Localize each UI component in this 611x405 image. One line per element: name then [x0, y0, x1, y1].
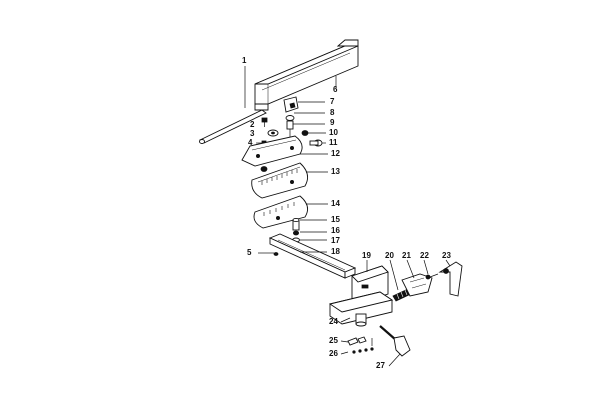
callout-8: 8 — [330, 108, 335, 117]
callout-11: 11 — [329, 138, 338, 147]
pin-spring-nut — [292, 217, 300, 243]
callout-22: 22 — [420, 251, 429, 260]
handle-lever — [438, 261, 463, 297]
protractor-scale — [251, 162, 309, 199]
callout-1: 1 — [242, 56, 247, 65]
screw-22 — [425, 273, 439, 280]
small-clips — [347, 336, 374, 354]
callout-20: 20 — [385, 251, 394, 260]
callout-15: 15 — [331, 215, 340, 224]
callout-3: 3 — [250, 129, 255, 138]
callout-24: 24 — [329, 317, 338, 326]
callout-7: 7 — [330, 97, 335, 106]
callout-27: 27 — [376, 361, 385, 370]
callout-18: 18 — [331, 247, 340, 256]
callout-4: 4 — [248, 138, 253, 147]
lock-lever — [379, 325, 411, 357]
callout-26: 26 — [329, 349, 338, 358]
callout-19: 19 — [362, 251, 371, 260]
protractor-lower — [253, 195, 309, 229]
miter-bar — [268, 233, 357, 279]
callout-17: 17 — [331, 236, 340, 245]
callout-2: 2 — [250, 120, 255, 129]
callout-21: 21 — [402, 251, 411, 260]
callout-10: 10 — [329, 128, 338, 137]
bracket — [283, 96, 299, 113]
callout-14: 14 — [331, 199, 340, 208]
lever-plate — [401, 273, 433, 297]
callout-13: 13 — [331, 167, 340, 176]
screw-and-washer — [261, 117, 279, 137]
callout-9: 9 — [330, 118, 335, 127]
fence-rail — [254, 39, 359, 111]
callout-16: 16 — [331, 226, 340, 235]
callout-25: 25 — [329, 336, 338, 345]
callout-23: 23 — [442, 251, 451, 260]
lock-body — [328, 265, 394, 327]
leader-lines — [244, 66, 451, 367]
callout-5: 5 — [247, 248, 252, 257]
small-pin — [258, 252, 279, 256]
callout-12: 12 — [331, 149, 340, 158]
callout-6: 6 — [333, 85, 338, 94]
washer-bolt — [285, 115, 295, 138]
guide-rod — [199, 109, 267, 144]
